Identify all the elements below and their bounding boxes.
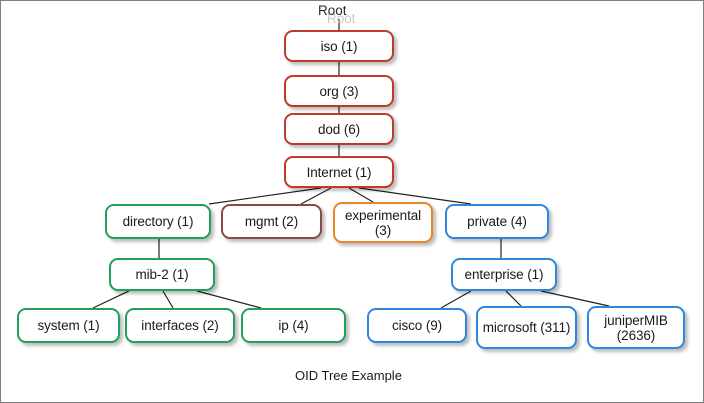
node-dod[interactable]: dod (6) [284,113,394,145]
edge-enterprise-to-cisco [440,290,472,309]
node-mib2[interactable]: mib-2 (1) [109,258,215,291]
node-label-mib2: mib-2 (1) [135,267,189,282]
node-microsoft[interactable]: microsoft (311) [476,306,577,349]
node-ip[interactable]: ip (4) [241,308,346,343]
edge-internet-to-experimental [348,187,374,203]
node-private[interactable]: private (4) [445,204,549,239]
node-iso[interactable]: iso (1) [284,30,394,62]
node-label-experimental: experimental (3) [344,207,422,238]
node-label-private: private (4) [467,214,527,229]
node-junipermib[interactable]: juniperMIB (2636) [587,306,685,349]
node-enterprise[interactable]: enterprise (1) [451,258,557,291]
node-label-dod: dod (6) [317,121,361,137]
edge-mib2-to-system [92,290,130,309]
edge-enterprise-to-microsoft [505,290,522,307]
node-system[interactable]: system (1) [17,308,120,343]
node-label-internet: Internet (1) [306,164,372,180]
root-label-ghost: Root [327,11,356,26]
node-label-cisco: cisco (9) [391,318,443,333]
node-label-mgmt: mgmt (2) [244,214,299,229]
node-label-iso: iso (1) [320,38,358,54]
node-label-enterprise: enterprise (1) [464,267,544,282]
node-label-system: system (1) [37,318,100,333]
node-label-org: org (3) [319,83,359,99]
root-label: Root [318,3,347,18]
diagram-caption: OID Tree Example [295,368,402,383]
node-interfaces[interactable]: interfaces (2) [125,308,235,343]
edge-enterprise-to-junipermib [540,290,610,307]
node-internet[interactable]: Internet (1) [284,156,394,188]
node-org[interactable]: org (3) [284,75,394,107]
edge-mib2-to-interfaces [162,290,174,309]
node-cisco[interactable]: cisco (9) [367,308,467,343]
node-label-ip: ip (4) [278,318,309,333]
node-experimental[interactable]: experimental (3) [333,202,433,243]
node-label-microsoft: microsoft (311) [482,320,571,335]
edge-internet-to-mgmt [300,187,332,205]
node-mgmt[interactable]: mgmt (2) [221,204,322,239]
edge-mib2-to-ip [196,290,262,309]
node-label-interfaces: interfaces (2) [141,318,219,333]
node-label-directory: directory (1) [122,214,194,229]
node-label-junipermib: juniperMIB (2636) [604,312,668,343]
node-directory[interactable]: directory (1) [105,204,211,239]
edge-internet-to-directory [208,187,322,205]
